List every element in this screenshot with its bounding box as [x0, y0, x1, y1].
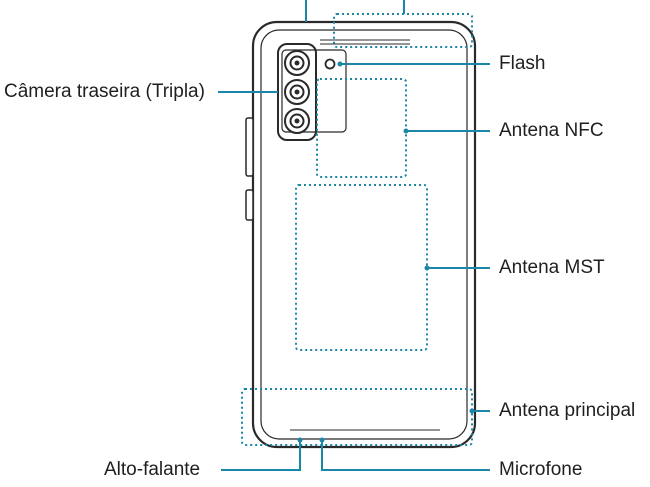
camera-lens-middle	[284, 79, 310, 105]
microphone-label: Microfone	[499, 459, 583, 480]
main-antenna-label: Antena principal	[499, 400, 636, 421]
speaker-label: Alto-falante	[104, 459, 201, 480]
camera-module	[277, 43, 347, 141]
camera-housing-shadow	[281, 49, 347, 133]
rear-camera-label: Câmera traseira (Tripla)	[4, 81, 205, 102]
phone-outer-edge	[251, 20, 477, 449]
callout-dots	[297, 61, 475, 443]
camera-lens-top	[284, 50, 310, 76]
callout-line-speaker	[221, 440, 301, 471]
side-buttons	[245, 117, 254, 221]
volume-button	[245, 117, 254, 177]
phone-body	[251, 20, 477, 449]
callout-lines	[218, 0, 490, 471]
nfc-antenna-label: Antena NFC	[499, 120, 604, 141]
nfc-antenna-area	[316, 78, 407, 178]
phone-inner-edge	[260, 29, 468, 440]
mst-antenna-area	[295, 184, 428, 351]
side-key	[245, 189, 254, 221]
mst-antenna-label: Antena MST	[499, 257, 605, 278]
callout-line-microphone	[321, 440, 490, 471]
main-antenna-area	[241, 388, 473, 446]
flash-icon	[324, 58, 336, 70]
camera-lens-bottom	[284, 108, 310, 134]
flash-label: Flash	[499, 53, 546, 74]
component-areas	[241, 13, 473, 446]
